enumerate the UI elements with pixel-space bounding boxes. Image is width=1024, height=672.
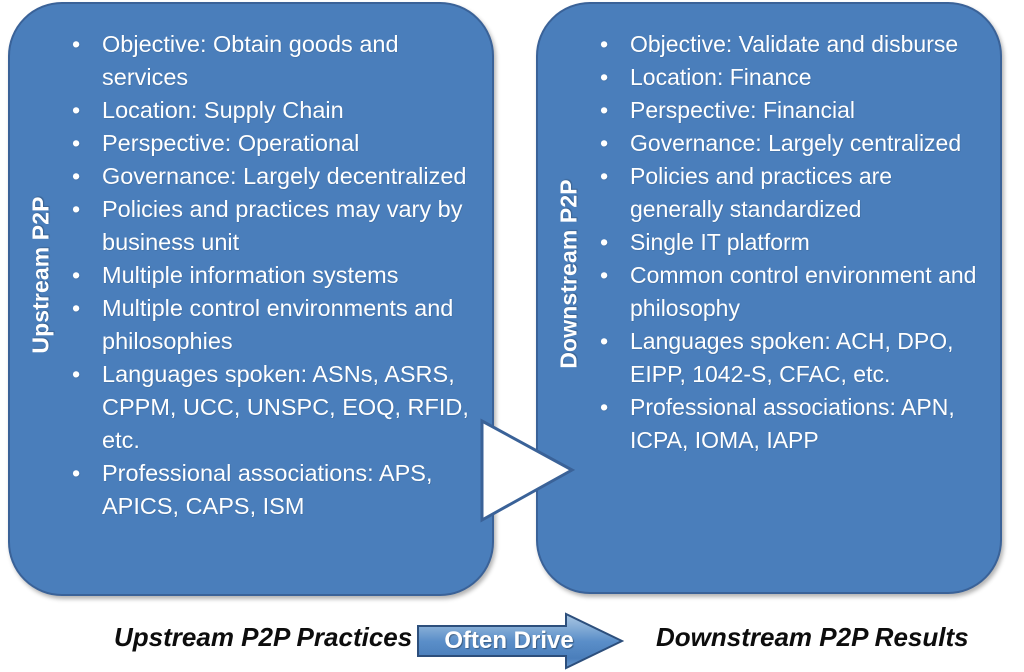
bullet-dot-icon: • xyxy=(600,31,609,57)
list-item: • Languages spoken: ACH, DPO, EIPP, 1042… xyxy=(600,325,990,391)
list-item-text: Policies and practices are generally sta… xyxy=(630,163,893,222)
list-item: • Location: Finance xyxy=(600,61,990,94)
list-item-text: Professional associations: APN, ICPA, IO… xyxy=(630,394,955,453)
list-item-text: Languages spoken: ASNs, ASRS, CPPM, UCC,… xyxy=(102,361,469,453)
list-item-text: Objective: Obtain goods and services xyxy=(102,31,399,90)
bullet-dot-icon: • xyxy=(72,31,81,57)
list-item: • Perspective: Operational xyxy=(72,127,482,160)
bullet-dot-icon: • xyxy=(72,196,81,222)
list-item-text: Location: Supply Chain xyxy=(102,97,344,123)
list-item: • Policies and practices are generally s… xyxy=(600,160,990,226)
bullet-dot-icon: • xyxy=(72,163,81,189)
list-item-text: Languages spoken: ACH, DPO, EIPP, 1042-S… xyxy=(630,328,954,387)
list-item: • Perspective: Financial xyxy=(600,94,990,127)
downstream-side-label-wrap: Downstream P2P xyxy=(538,4,600,592)
downstream-bullet-list: • Objective: Validate and disburse • Loc… xyxy=(600,4,1000,592)
downstream-panel: Downstream P2P • Objective: Validate and… xyxy=(536,2,1002,594)
bullet-dot-icon: • xyxy=(72,262,81,288)
list-item-text: Multiple information systems xyxy=(102,262,399,288)
bullet-dot-icon: • xyxy=(600,163,609,189)
list-item: • Objective: Obtain goods and services xyxy=(72,28,482,94)
bullet-dot-icon: • xyxy=(600,328,609,354)
list-item-text: Professional associations: APS, APICS, C… xyxy=(102,460,433,519)
list-item: • Languages spoken: ASNs, ASRS, CPPM, UC… xyxy=(72,358,482,457)
bullet-dot-icon: • xyxy=(72,130,81,156)
bullet-dot-icon: • xyxy=(600,64,609,90)
right-block-arrow-icon xyxy=(417,612,624,670)
downstream-side-label: Downstream P2P xyxy=(555,179,582,370)
list-item-text: Single IT platform xyxy=(630,229,810,255)
often-drive-arrow: Often Drive xyxy=(416,612,624,670)
bullet-dot-icon: • xyxy=(72,295,81,321)
bullet-dot-icon: • xyxy=(600,394,609,420)
upstream-bullet-list: • Objective: Obtain goods and services •… xyxy=(72,4,492,594)
bullet-dot-icon: • xyxy=(600,130,609,156)
list-item-text: Multiple control environments and philos… xyxy=(102,295,454,354)
list-item: • Professional associations: APN, ICPA, … xyxy=(600,391,990,457)
upstream-side-label: Upstream P2P xyxy=(27,196,54,354)
bullet-dot-icon: • xyxy=(600,229,609,255)
list-item: • Multiple information systems xyxy=(72,259,482,292)
list-item: • Single IT platform xyxy=(600,226,990,259)
list-item-text: Perspective: Financial xyxy=(630,97,855,123)
list-item-text: Governance: Largely decentralized xyxy=(102,163,467,189)
list-item-text: Governance: Largely centralized xyxy=(630,130,962,156)
list-item-text: Policies and practices may vary by busin… xyxy=(102,196,463,255)
list-item: • Multiple control environments and phil… xyxy=(72,292,482,358)
list-item: • Professional associations: APS, APICS,… xyxy=(72,457,482,523)
list-item-text: Objective: Validate and disburse xyxy=(630,31,959,57)
list-item: • Policies and practices may vary by bus… xyxy=(72,193,482,259)
bullet-dot-icon: • xyxy=(600,262,609,288)
bullet-dot-icon: • xyxy=(72,361,81,387)
upstream-side-label-wrap: Upstream P2P xyxy=(10,4,72,594)
list-item: • Common control environment and philoso… xyxy=(600,259,990,325)
list-item-text: Common control environment and philosoph… xyxy=(630,262,977,321)
downstream-caption: Downstream P2P Results xyxy=(656,622,969,652)
upstream-panel: Upstream P2P • Objective: Obtain goods a… xyxy=(8,2,494,596)
bullet-dot-icon: • xyxy=(600,97,609,123)
list-item: • Governance: Largely decentralized xyxy=(72,160,482,193)
list-item: • Location: Supply Chain xyxy=(72,94,482,127)
list-item-text: Perspective: Operational xyxy=(102,130,360,156)
list-item: • Objective: Validate and disburse xyxy=(600,28,990,61)
bullet-dot-icon: • xyxy=(72,460,81,486)
list-item: • Governance: Largely centralized xyxy=(600,127,990,160)
drive-arrow-label: Often Drive xyxy=(444,627,574,654)
bullet-dot-icon: • xyxy=(72,97,81,123)
list-item-text: Location: Finance xyxy=(630,64,812,90)
upstream-caption: Upstream P2P Practices xyxy=(114,622,413,652)
